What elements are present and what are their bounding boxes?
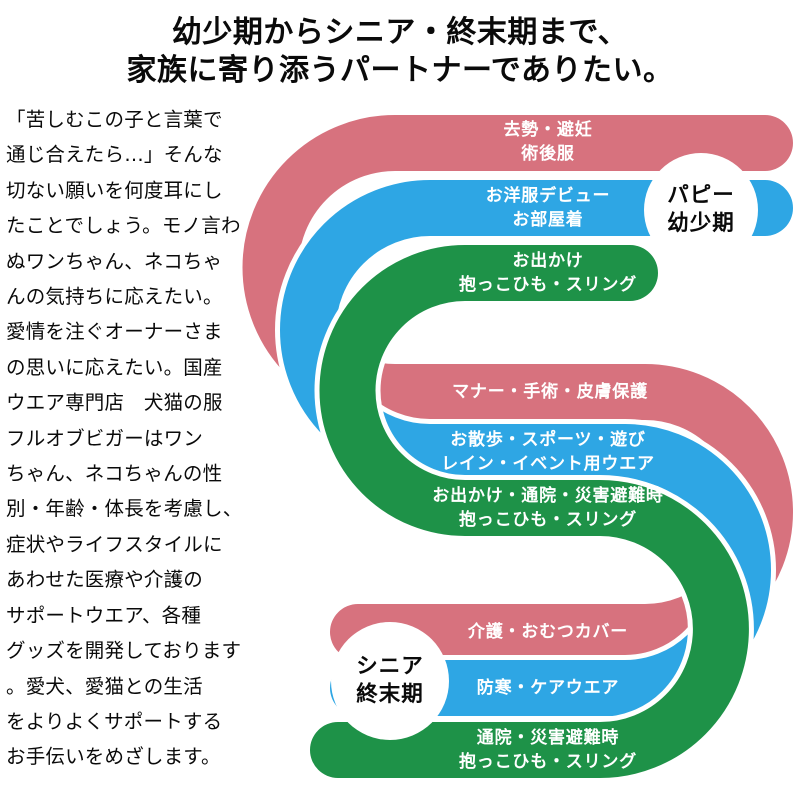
intro-paragraph: 「苦しむこの子と言葉で 通じ合えたら…」そんな 切ない願いを何度耳にし たことで… xyxy=(6,108,243,769)
band-label-senior-blue: 防寒・ケアウエア xyxy=(476,677,620,698)
stage-circle-puppy: パピー 幼少期 xyxy=(644,153,758,267)
page-title: 幼少期からシニア・終末期まで、 家族に寄り添うパートナーでありたい。 xyxy=(126,15,674,89)
band-label-senior-green: 通院・災害避難時 抱っこひも・スリング xyxy=(459,727,637,772)
band-label-puppy-green: お出かけ 抱っこひも・スリング xyxy=(459,250,637,295)
band-label-puppy-pink: 去勢・避妊 術後服 xyxy=(503,119,593,164)
band-label-adult-green: お出かけ・通院・災害避難時 抱っこひも・スリング xyxy=(432,485,664,530)
band-label-puppy-blue: お洋服デビュー お部屋着 xyxy=(485,185,611,230)
band-label-adult-pink: マナー・手術・皮膚保護 xyxy=(452,381,648,402)
ribbon-green xyxy=(310,245,749,778)
stage-circle-senior: シニア 終末期 xyxy=(331,622,449,740)
band-label-senior-pink: 介護・おむつカバー xyxy=(467,621,629,642)
band-label-adult-blue: お散歩・スポーツ・遊び レイン・イベント用ウエア xyxy=(441,429,655,474)
